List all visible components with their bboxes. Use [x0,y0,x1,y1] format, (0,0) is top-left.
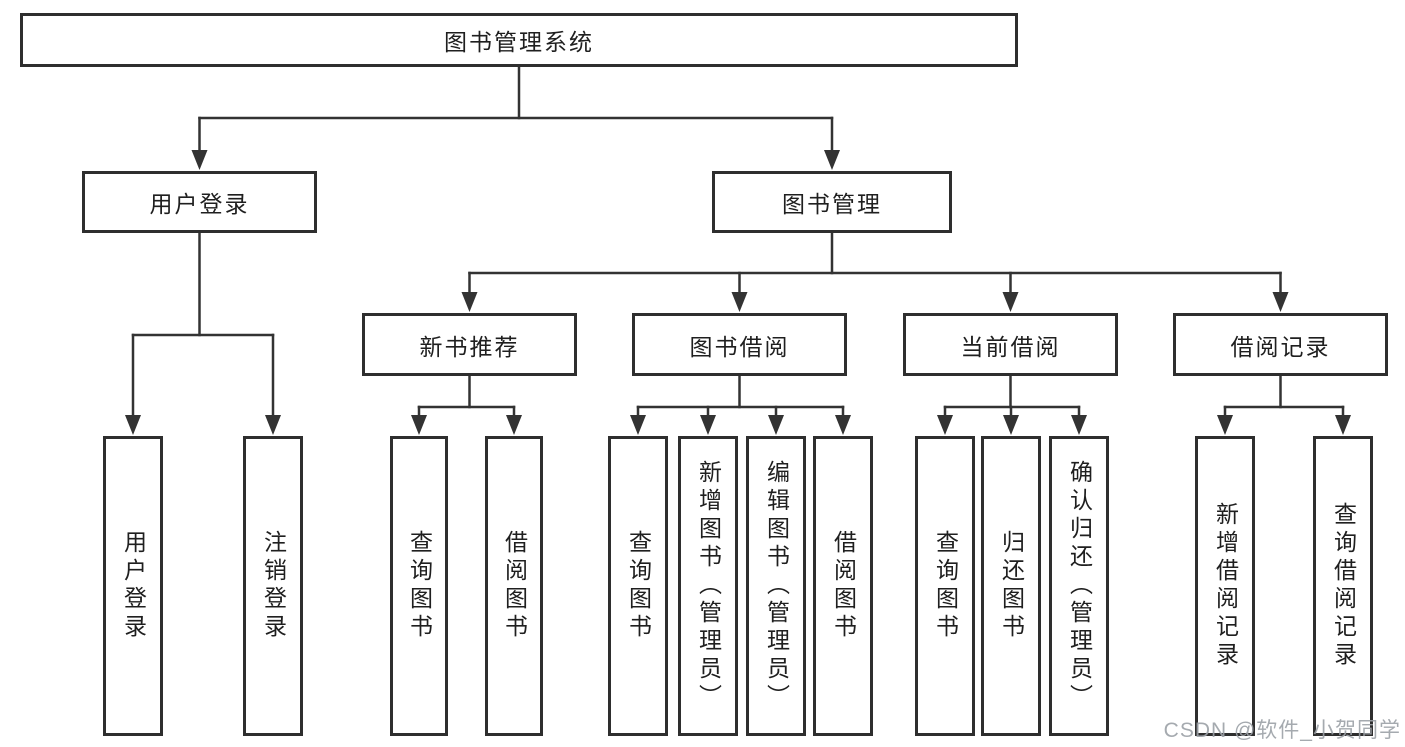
node-login-in: 用户登录 [103,436,163,736]
node-label: 借阅图书 [830,530,857,642]
node-label: 查询借阅记录 [1330,502,1357,670]
node-label: 编辑图书（管理员） [763,460,790,712]
arrowhead-icon [265,415,281,435]
node-label: 确认归还（管理员） [1066,460,1093,712]
node-label: 图书借阅 [689,333,790,360]
arrowhead-icon [835,415,851,435]
node-bor-edit: 编辑图书（管理员） [746,436,806,736]
node-label: 新增借阅记录 [1212,502,1239,670]
arrowhead-icon [1272,292,1289,312]
node-rec-borrow: 借阅图书 [485,436,543,736]
arrowhead-icon [630,415,646,435]
node-label: 查询图书 [932,530,959,642]
node-recommend: 新书推荐 [362,313,577,376]
arrowhead-icon [1003,415,1019,435]
node-label: 查询图书 [406,530,433,642]
arrowhead-icon [411,415,427,435]
arrowhead-icon [824,150,840,170]
arrowhead-icon [506,415,522,435]
node-rec-query: 查询图书 [390,436,448,736]
node-root: 图书管理系统 [20,13,1018,67]
arrowhead-icon [1002,292,1019,312]
arrowhead-icon [191,150,208,170]
node-label: 归还图书 [998,530,1025,642]
arrowhead-icon [1335,415,1351,435]
node-label: 新增图书（管理员） [695,460,722,712]
arrowhead-icon [700,415,716,435]
arrowhead-icon [768,415,784,435]
node-bor-query: 查询图书 [608,436,668,736]
arrowhead-icon [125,415,141,435]
node-history: 借阅记录 [1173,313,1388,376]
node-current: 当前借阅 [903,313,1118,376]
node-bor-add: 新增图书（管理员） [678,436,738,736]
node-cur-confirm: 确认归还（管理员） [1049,436,1109,736]
node-his-add: 新增借阅记录 [1195,436,1255,736]
node-borrow: 图书借阅 [632,313,847,376]
node-cur-return: 归还图书 [981,436,1041,736]
node-bor-borrow: 借阅图书 [813,436,873,736]
arrowhead-icon [731,292,748,312]
node-label: 图书管理系统 [444,29,594,55]
node-mgmt: 图书管理 [712,171,952,233]
node-label: 图书管理 [782,191,882,217]
node-label: 借阅图书 [501,530,528,642]
node-label: 新书推荐 [419,333,520,360]
arrowhead-icon [461,292,478,312]
node-login: 用户登录 [82,171,317,233]
arrowhead-icon [1217,415,1233,435]
arrowhead-icon [1071,415,1087,435]
watermark-text: CSDN @软件_小贺同学 [1163,719,1401,742]
node-label: 注销登录 [260,530,287,642]
node-label: 当前借阅 [960,333,1061,360]
node-label: 查询图书 [625,530,652,642]
node-label: 借阅记录 [1230,333,1331,360]
arrowhead-icon [937,415,953,435]
node-logout: 注销登录 [243,436,303,736]
node-label: 用户登录 [149,191,250,217]
node-label: 用户登录 [120,530,147,642]
node-cur-query: 查询图书 [915,436,975,736]
node-his-query: 查询借阅记录 [1313,436,1373,736]
